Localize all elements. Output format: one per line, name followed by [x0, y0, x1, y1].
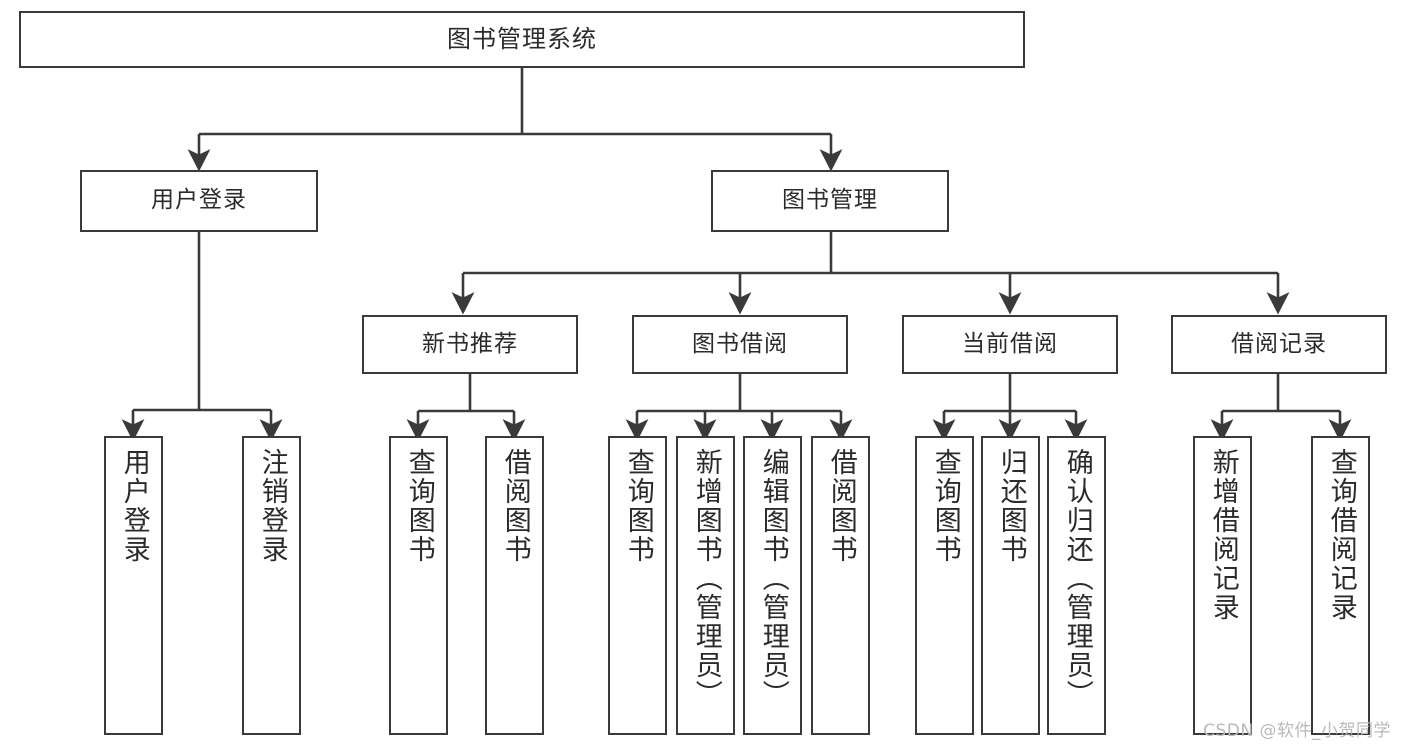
node-leaf-query-book-borrow[interactable]: 查询图书	[608, 436, 667, 735]
node-leaf-user-login[interactable]: 用户登录	[104, 436, 163, 735]
node-root-book-management-system[interactable]: 图书管理系统	[19, 11, 1025, 68]
node-label: 新增借阅记录	[1207, 448, 1239, 622]
node-label: 新书推荐	[422, 330, 518, 357]
node-label: 借阅图书	[499, 448, 531, 564]
node-leaf-borrow-book-recommend[interactable]: 借阅图书	[485, 436, 544, 735]
node-leaf-query-book-current[interactable]: 查询图书	[915, 436, 974, 735]
node-leaf-edit-book-admin[interactable]: 编辑图书（管理员）	[743, 436, 802, 735]
node-label: 用户登录	[118, 448, 150, 564]
node-label: 图书管理系统	[447, 25, 597, 54]
node-label: 当前借阅	[962, 330, 1058, 357]
node-label: 新增图书（管理员）	[690, 448, 722, 709]
node-current-borrow[interactable]: 当前借阅	[902, 315, 1118, 374]
node-label: 用户登录	[151, 187, 247, 214]
node-book-borrow[interactable]: 图书借阅	[632, 315, 848, 374]
node-label: 图书管理	[782, 187, 878, 214]
node-label: 查询图书	[403, 448, 435, 564]
node-label: 借阅记录	[1231, 330, 1327, 357]
node-label: 查询图书	[929, 448, 961, 564]
node-new-book-recommend[interactable]: 新书推荐	[362, 315, 578, 374]
node-leaf-return-book[interactable]: 归还图书	[981, 436, 1040, 735]
node-label: 注销登录	[256, 448, 288, 564]
node-leaf-add-book-admin[interactable]: 新增图书（管理员）	[676, 436, 735, 735]
node-label: 归还图书	[995, 448, 1027, 564]
node-leaf-logout-login[interactable]: 注销登录	[242, 436, 301, 735]
node-leaf-add-borrow-record[interactable]: 新增借阅记录	[1193, 436, 1252, 735]
node-leaf-query-book-recommend[interactable]: 查询图书	[389, 436, 448, 735]
node-borrow-record[interactable]: 借阅记录	[1171, 315, 1387, 374]
node-leaf-query-borrow-record[interactable]: 查询借阅记录	[1311, 436, 1370, 735]
node-leaf-borrow-book[interactable]: 借阅图书	[811, 436, 870, 735]
watermark-text: CSDN @软件_小贺同学	[1203, 721, 1391, 741]
node-leaf-confirm-return-admin[interactable]: 确认归还（管理员）	[1047, 436, 1106, 735]
node-label: 编辑图书（管理员）	[757, 448, 789, 709]
node-book-management[interactable]: 图书管理	[711, 170, 949, 232]
node-label: 查询借阅记录	[1325, 448, 1357, 622]
node-label: 图书借阅	[692, 330, 788, 357]
node-label: 查询图书	[622, 448, 654, 564]
node-label: 借阅图书	[825, 448, 857, 564]
node-label: 确认归还（管理员）	[1061, 448, 1093, 709]
node-user-login[interactable]: 用户登录	[80, 170, 318, 232]
